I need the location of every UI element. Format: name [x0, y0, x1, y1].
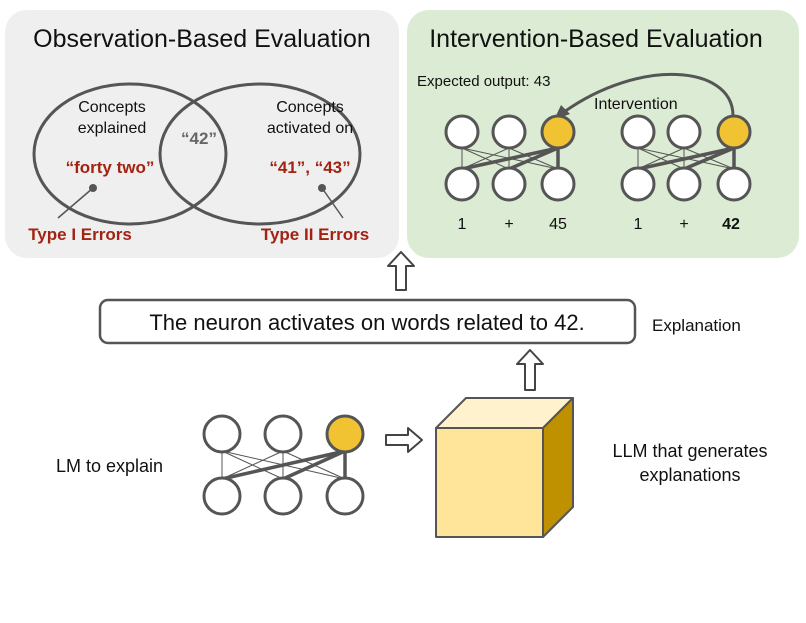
- input-neuron: [620, 166, 656, 202]
- input-token: 1: [634, 216, 643, 233]
- type1-errors-label: Type I Errors: [28, 225, 132, 244]
- input-neuron: [491, 166, 527, 202]
- network-after-intervention: [637, 146, 736, 171]
- input-token: +: [504, 216, 513, 233]
- overlap-example: “42”: [181, 129, 217, 148]
- input-token: +: [679, 216, 688, 233]
- observation-panel: [5, 10, 399, 258]
- explanation-label: Explanation: [652, 316, 741, 335]
- neuron: [202, 414, 242, 454]
- up-arrow-from-llm: [516, 349, 544, 391]
- highlighted-neuron: [540, 114, 576, 150]
- neuron: [444, 114, 480, 150]
- input-token: 1: [458, 216, 467, 233]
- neuron: [620, 114, 656, 150]
- explanation-box: [98, 298, 637, 345]
- right-circle-label-line2: activated on: [267, 120, 353, 137]
- input-neuron: [540, 166, 576, 202]
- input-token: 45: [549, 216, 567, 233]
- left-circle-label-line1: Concepts: [78, 99, 146, 116]
- expected-output-label: Expected output: 43: [417, 73, 550, 90]
- input-neuron: [666, 166, 702, 202]
- explanation-text: The neuron activates on words related to…: [149, 310, 584, 335]
- concepts-explained-circle: [32, 82, 228, 226]
- llm-label-line2: explanations: [639, 465, 740, 485]
- type2-pointer-line: [321, 187, 344, 219]
- highlighted-neuron: [325, 414, 365, 454]
- intervention-title: Intervention-Based Evaluation: [429, 25, 763, 53]
- input-neuron: [716, 166, 752, 202]
- llm-cube-icon: [435, 397, 574, 538]
- input-neuron: [263, 476, 303, 516]
- type2-pointer-dot: [318, 184, 326, 192]
- intervention-arrow: [563, 73, 735, 116]
- neuron: [666, 114, 702, 150]
- lm-to-explain-label: LM to explain: [56, 456, 163, 476]
- network-before-intervention: [461, 146, 560, 171]
- llm-label-line1: LLM that generates: [612, 441, 767, 461]
- input-neuron: [325, 476, 365, 516]
- neuron: [491, 114, 527, 150]
- highlighted-neuron: [716, 114, 752, 150]
- lm-network: [221, 449, 347, 481]
- up-arrow-to-evaluation: [387, 251, 415, 291]
- concepts-activated-circle: [158, 82, 362, 226]
- neuron: [263, 414, 303, 454]
- input-token-intervened: 42: [722, 216, 740, 233]
- left-circle-example: “forty two”: [66, 158, 155, 177]
- type2-errors-label: Type II Errors: [261, 225, 369, 244]
- intervention-label: Intervention: [594, 96, 678, 113]
- input-neuron: [202, 476, 242, 516]
- right-circle-label-line1: Concepts: [276, 99, 344, 116]
- type1-pointer-dot: [89, 184, 97, 192]
- observation-title: Observation-Based Evaluation: [33, 25, 371, 53]
- type1-pointer-line: [57, 187, 94, 219]
- input-neuron: [444, 166, 480, 202]
- left-circle-label-line2: explained: [78, 120, 147, 137]
- right-arrow-to-llm: [385, 427, 423, 453]
- right-circle-example: “41”, “43”: [269, 158, 350, 177]
